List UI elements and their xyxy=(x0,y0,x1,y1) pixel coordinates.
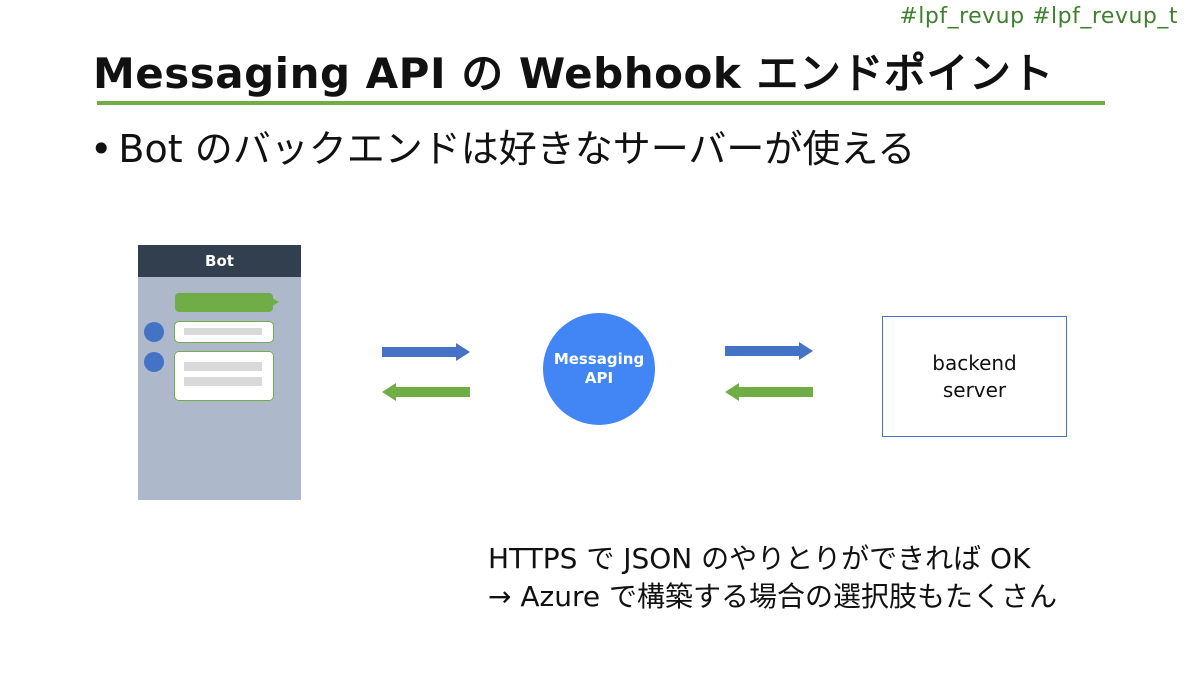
incoming-message-bubble xyxy=(174,321,274,343)
response-arrow-left xyxy=(382,383,470,401)
message-text-placeholder xyxy=(184,377,262,386)
chat-header: Bot xyxy=(138,245,301,277)
request-arrow-right xyxy=(382,343,470,361)
backend-server-label-line2: server xyxy=(942,377,1007,402)
footnote: HTTPS で JSON のやりとりができれば OK → Azure で構築する… xyxy=(488,540,1057,616)
request-arrow-right xyxy=(725,342,813,360)
outgoing-message-bubble xyxy=(175,293,279,312)
response-arrow-left xyxy=(725,383,813,401)
bot-avatar xyxy=(144,352,164,372)
bullet-point: •Bot のバックエンドは好きなサーバーが使える xyxy=(90,118,915,173)
title-underline xyxy=(97,101,1105,105)
bullet-dot: • xyxy=(90,127,113,171)
phone-chat-mockup: Bot xyxy=(138,245,301,500)
footnote-line1: HTTPS で JSON のやりとりができれば OK xyxy=(488,542,1031,575)
bot-avatar xyxy=(144,322,164,342)
incoming-message-bubble xyxy=(174,351,274,401)
messaging-api-label-line2: API xyxy=(584,369,614,387)
hashtags: #lpf_revup #lpf_revup_t xyxy=(899,4,1178,29)
message-text-placeholder xyxy=(184,328,262,335)
backend-server-label-line1: backend xyxy=(932,350,1017,375)
bullet-text: Bot のバックエンドは好きなサーバーが使える xyxy=(118,127,916,171)
footnote-line2: → Azure で構築する場合の選択肢もたくさん xyxy=(488,580,1057,613)
messaging-api-node: Messaging API xyxy=(543,313,655,425)
slide-title: Messaging API の Webhook エンドポイント xyxy=(93,49,1054,98)
messaging-api-label-line1: Messaging xyxy=(553,350,645,368)
message-text-placeholder xyxy=(184,362,262,371)
backend-server-node: backend server xyxy=(882,316,1067,437)
